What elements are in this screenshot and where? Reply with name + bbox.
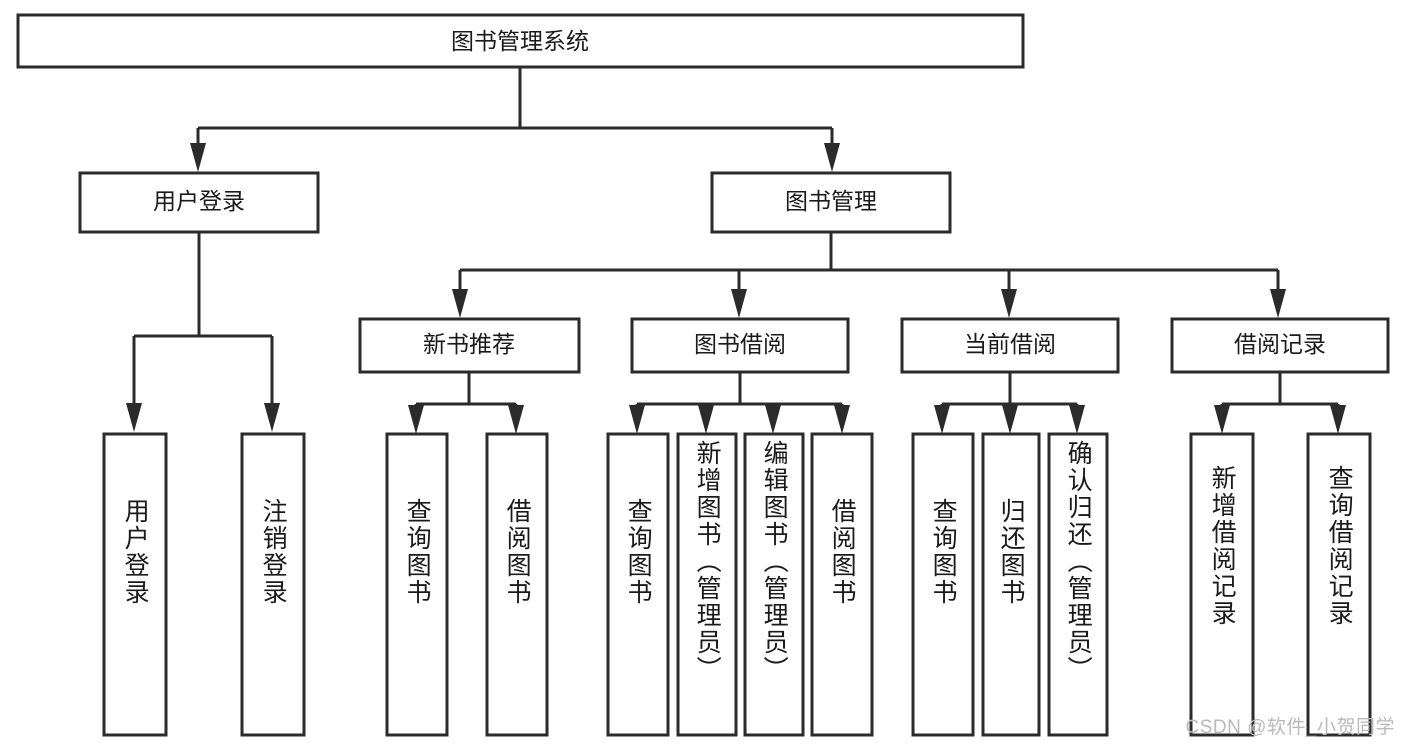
arrow-head-cb-query — [934, 405, 950, 434]
node-book-management-label: 图书管理 — [785, 188, 877, 214]
connector-current-borrow-to-leaves — [934, 372, 1085, 434]
leaf-box-cb-confirm-return[interactable] — [1047, 432, 1109, 737]
node-root-system[interactable]: 图书管理系统 — [16, 13, 1025, 69]
arrow-head-cb-return — [1002, 405, 1018, 434]
arrow-head-leaf-logout — [264, 403, 280, 432]
leaf-box-nb-query-book[interactable] — [385, 432, 449, 737]
node-new-book-recommend-box[interactable] — [358, 317, 581, 374]
leaf-box-cb-query-book[interactable] — [911, 432, 975, 737]
connector-borrow-record-to-leaves — [1214, 372, 1346, 434]
node-borrow-record[interactable]: 借阅记录 — [1170, 317, 1390, 374]
node-root-system-label: 图书管理系统 — [451, 28, 589, 54]
arrow-head-book-borrow — [731, 289, 747, 318]
arrow-head-bb-query — [629, 405, 645, 434]
node-borrow-record-label: 借阅记录 — [1234, 331, 1326, 357]
connector-user-login-to-leaves — [126, 232, 280, 432]
arrow-head-leaf-user-login — [126, 403, 142, 432]
connector-new-book-to-leaves — [408, 372, 524, 434]
arrow-head-nb-query — [408, 405, 424, 434]
node-book-borrow[interactable]: 图书借阅 — [630, 317, 850, 374]
arrow-head-br-add — [1214, 405, 1230, 434]
leaf-box-bb-edit-book[interactable] — [743, 432, 805, 737]
arrow-head-current-borrow — [1001, 289, 1017, 318]
node-current-borrow-box[interactable] — [900, 317, 1120, 374]
leaf-box-nb-borrow-book[interactable] — [485, 432, 549, 737]
node-book-management-box[interactable] — [710, 171, 952, 234]
connector-book-borrow-to-leaves — [629, 372, 850, 434]
arrow-head-bb-add — [698, 405, 714, 434]
connector-book-management-to-level3 — [452, 232, 1286, 318]
arrow-head-cb-confirm — [1069, 405, 1085, 434]
node-user-login[interactable]: 用户登录 — [78, 171, 320, 234]
node-current-borrow[interactable]: 当前借阅 — [900, 317, 1120, 374]
node-new-book-recommend[interactable]: 新书推荐 — [358, 317, 581, 374]
arrow-head-borrow-record — [1270, 289, 1286, 318]
arrow-head-user-login — [190, 143, 206, 172]
node-user-login-label: 用户登录 — [153, 188, 245, 214]
leaf-box-br-query-record[interactable] — [1306, 432, 1372, 737]
node-book-borrow-box[interactable] — [630, 317, 850, 374]
csdn-watermark: CSDN @软件_小贺同学 — [1185, 717, 1395, 738]
leaf-box-logout[interactable] — [240, 432, 306, 737]
leaf-box-bb-add-book[interactable] — [676, 432, 738, 737]
leaf-box-bb-query-book[interactable] — [606, 432, 670, 737]
arrow-head-new-book — [452, 289, 468, 318]
leaf-box-cb-return-book[interactable] — [981, 432, 1041, 737]
node-root-system-box[interactable] — [16, 13, 1025, 69]
connector-root-to-level2 — [190, 67, 840, 172]
arrow-head-book-manage — [824, 143, 840, 172]
node-new-book-recommend-label: 新书推荐 — [423, 331, 515, 357]
node-book-management[interactable]: 图书管理 — [710, 171, 952, 234]
leaf-box-bb-borrow-book[interactable] — [810, 432, 874, 737]
node-book-borrow-label: 图书借阅 — [694, 331, 786, 357]
arrow-head-bb-edit — [765, 405, 781, 434]
arrow-head-nb-borrow — [508, 405, 524, 434]
leaf-box-user-login[interactable] — [102, 432, 168, 737]
arrow-head-bb-borrow — [834, 405, 850, 434]
arrow-head-br-query — [1330, 405, 1346, 434]
leaf-box-br-add-record[interactable] — [1189, 432, 1255, 737]
node-borrow-record-box[interactable] — [1170, 317, 1390, 374]
node-current-borrow-label: 当前借阅 — [964, 331, 1056, 357]
